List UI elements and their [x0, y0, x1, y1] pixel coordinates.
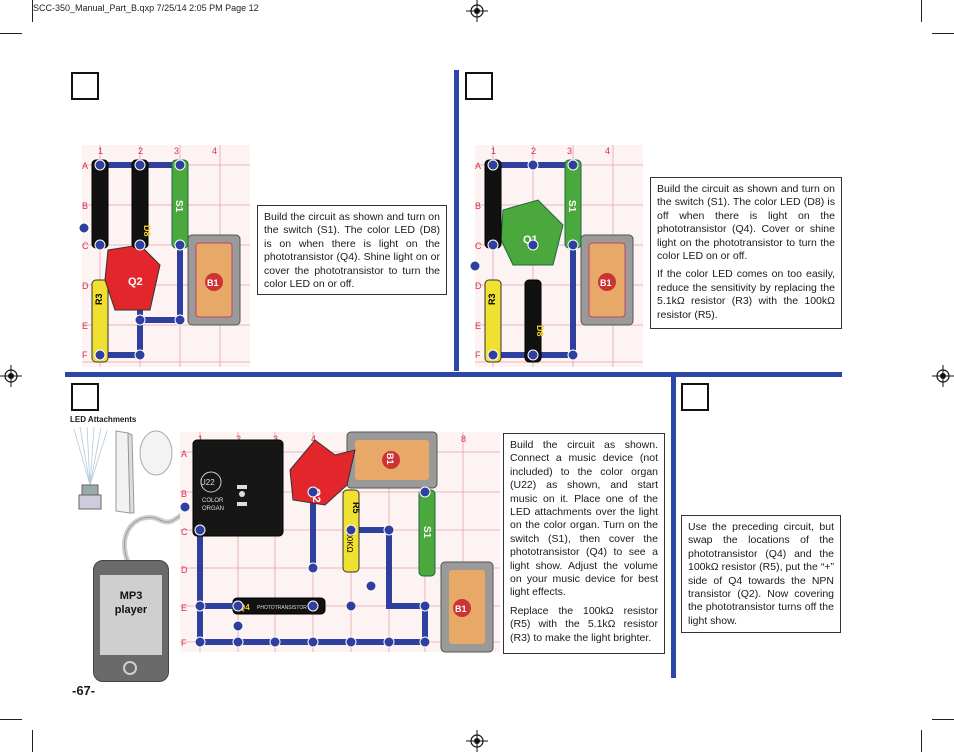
led-attachments-illustration [73, 426, 173, 514]
col-label: 4 [605, 146, 610, 156]
row-label: B [82, 201, 88, 211]
col-label: 2 [531, 146, 536, 156]
project-3-text: Build the circuit as shown. Connect a mu… [510, 439, 658, 599]
file-slug: SCC-350_Manual_Part_B.qxp 7/25/14 2:05 P… [33, 3, 259, 13]
led-label: D8 [142, 225, 152, 237]
resistor-label: R5 [351, 502, 361, 514]
battery-label: B1 [455, 604, 467, 614]
row-label: F [181, 638, 187, 648]
project-3-tip: Replace the 100kΩ resistor (R5) with the… [510, 604, 658, 644]
phototransistor-name: PHOTOTRANSISTOR [257, 605, 307, 611]
crop-mark [0, 33, 22, 34]
divider-horizontal [65, 372, 842, 377]
color-organ-name-2: ORGAN [202, 506, 224, 512]
mp3-screen [100, 575, 162, 655]
col-label: 2 [138, 146, 143, 156]
col-label: 1 [198, 434, 203, 444]
color-organ-name-1: COLOR [202, 498, 224, 504]
project-number-box [465, 72, 493, 100]
row-label: E [181, 603, 187, 613]
col-label: 1 [491, 146, 496, 156]
row-label: F [82, 350, 88, 360]
row-label: A [82, 161, 88, 171]
crop-mark [0, 719, 22, 720]
col-label: 4 [311, 434, 316, 444]
transistor-label: Q2 [128, 276, 143, 288]
registration-mark-icon [0, 365, 22, 387]
circuit-diagram-1: A B C D E F 1 2 3 4 B1 R3 Q2 D8 S1 [78, 145, 250, 367]
mp3-label: MP3 player [100, 589, 162, 617]
circuit-diagram-2: A B C D E F 1 2 3 4 B1 R3 Q1 D8 S1 [469, 145, 643, 367]
col-label: 2 [236, 434, 241, 444]
page-number: -67- [72, 683, 96, 698]
resistor-label: R3 [487, 293, 497, 305]
crop-mark [921, 0, 922, 22]
project-2-text: Build the circuit as shown and turn on t… [657, 183, 835, 263]
crop-mark [32, 730, 33, 752]
col-label: 1 [98, 146, 103, 156]
mp3-label-line1: MP3 [119, 590, 143, 602]
row-label: A [475, 161, 481, 171]
registration-mark-icon [466, 0, 488, 22]
phototransistor-label: Q4 [239, 603, 250, 612]
mp3-player: MP3 player [93, 560, 169, 682]
project-4-text: Use the preceding circuit, but swap the … [688, 521, 834, 627]
row-label: E [475, 321, 481, 331]
led-attachments-label: LED Attachments [70, 415, 137, 424]
row-label: A [181, 449, 187, 459]
row-label: B [181, 489, 187, 499]
crop-mark [932, 719, 954, 720]
col-label: 3 [273, 434, 278, 444]
resistor-value: 100KΩ [345, 528, 354, 553]
crop-mark [921, 730, 922, 752]
battery-label: B1 [600, 278, 612, 288]
project-number-box [71, 383, 99, 411]
battery-label: B1 [385, 453, 395, 465]
battery-label: B1 [207, 278, 219, 288]
registration-mark-icon [466, 730, 488, 752]
project-2-description: Build the circuit as shown and turn on t… [650, 177, 842, 329]
led-label: D8 [535, 325, 545, 337]
project-number-box [681, 383, 709, 411]
row-label: D [475, 281, 482, 291]
row-label: F [475, 350, 481, 360]
row-label: E [82, 321, 88, 331]
project-1-text: Build the circuit as shown and turn on t… [264, 211, 440, 291]
row-label: D [181, 565, 188, 575]
registration-mark-icon [932, 365, 954, 387]
crop-mark [932, 33, 954, 34]
row-label: C [82, 241, 89, 251]
divider-vertical [671, 376, 676, 678]
project-2-tip: If the color LED comes on too easily, re… [657, 268, 835, 321]
switch-label: S1 [566, 200, 577, 213]
project-4-description: Use the preceding circuit, but swap the … [681, 515, 841, 633]
divider-vertical [454, 70, 459, 371]
row-label: D [82, 281, 89, 291]
col-label: 4 [212, 146, 217, 156]
circuit-diagram-3: A B C D E F 1 2 3 4 8 B1 B1 U22 COLOR OR… [179, 431, 500, 653]
col-label: 8 [461, 434, 466, 444]
switch-label: S1 [173, 200, 184, 213]
row-label: B [475, 201, 481, 211]
mp3-label-line2: player [114, 604, 148, 616]
col-label: 3 [174, 146, 179, 156]
project-number-box [71, 72, 99, 100]
resistor-label: R3 [94, 293, 104, 305]
col-label: 3 [567, 146, 572, 156]
color-organ-label: U22 [200, 478, 215, 487]
project-1-description: Build the circuit as shown and turn on t… [257, 205, 447, 295]
row-label: C [181, 527, 188, 537]
project-3-description: Build the circuit as shown. Connect a mu… [503, 433, 665, 654]
switch-label: S1 [421, 526, 432, 539]
home-button-icon [123, 661, 137, 675]
crop-mark [32, 0, 33, 22]
row-label: C [475, 241, 482, 251]
